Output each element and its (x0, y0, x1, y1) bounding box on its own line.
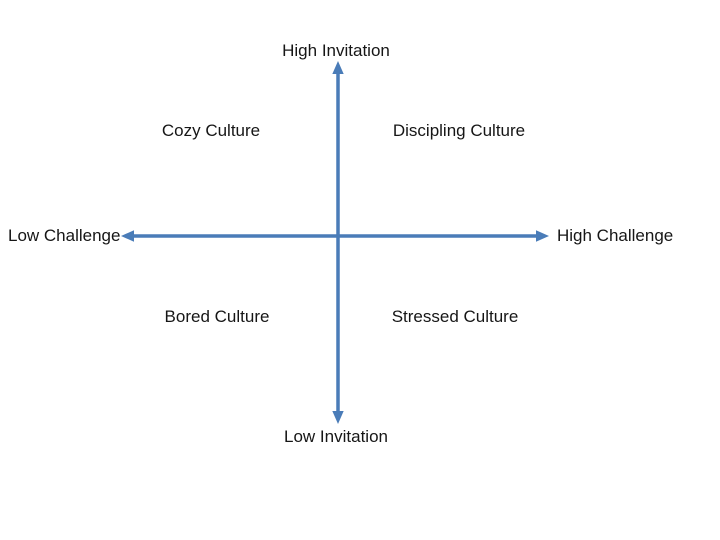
arrowhead-left-icon (121, 230, 134, 242)
arrowhead-right-icon (536, 230, 549, 242)
axis-label-low-challenge: Low Challenge (8, 226, 121, 245)
quadrant-label-top-left: Cozy Culture (161, 121, 261, 140)
axis-label-high-invitation: High Invitation (282, 41, 390, 60)
axis-label-high-challenge: High Challenge (557, 226, 674, 245)
arrowhead-down-icon (332, 411, 344, 424)
quadrant-label-bottom-left: Bored Culture (164, 307, 270, 326)
quadrant-label-bottom-right: Stressed Culture (391, 307, 519, 326)
arrowhead-up-icon (332, 61, 344, 74)
quadrant-label-top-right: Discipling Culture (392, 121, 526, 140)
axis-label-low-invitation: Low Invitation (284, 427, 388, 446)
